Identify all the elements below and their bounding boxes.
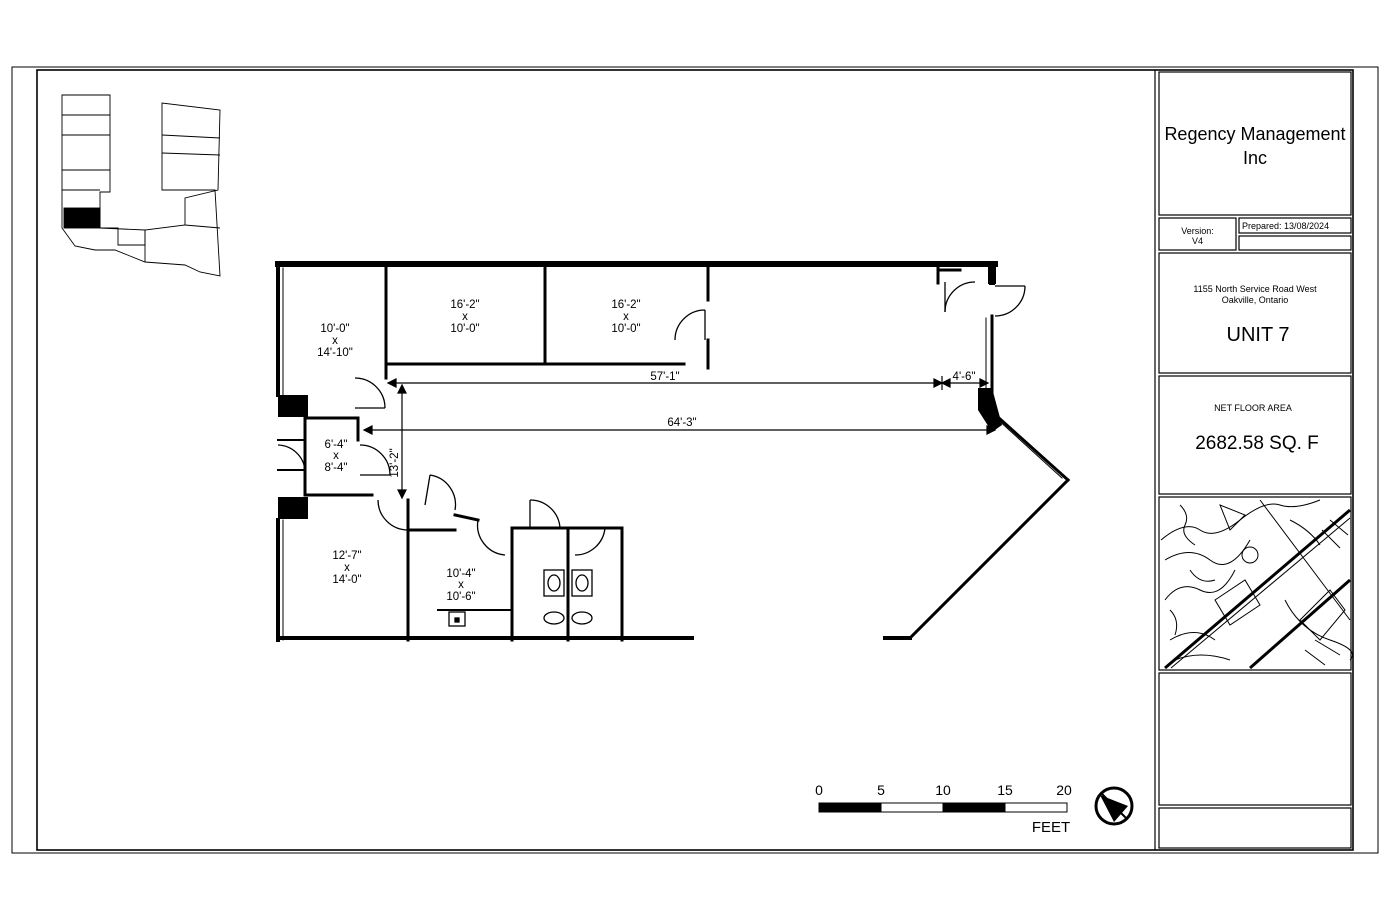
location-map: [1160, 499, 1353, 670]
room-5-x: x: [344, 562, 350, 574]
room-label-5: 12'-7" x 14'-0": [332, 550, 361, 586]
dimension-label-vertical: 13'-2": [389, 448, 401, 477]
room-3-width: 16'-2": [611, 299, 640, 311]
door-swings: [277, 281, 1026, 556]
net-floor-area-label: NET FLOOR AREA: [1214, 403, 1292, 413]
scale-tick-20: 20: [1056, 782, 1072, 798]
room-6-x: x: [458, 579, 464, 591]
room-5-width: 12'-7": [332, 550, 361, 562]
room-6-depth: 10'-6": [446, 591, 475, 603]
room-label-1: 10'-0" x 14'-10": [317, 323, 353, 359]
version-label: Version:: [1181, 226, 1214, 236]
scale-tick-5: 5: [877, 782, 885, 798]
scale-bar: 0 5 10 15 20 FEET: [815, 782, 1072, 836]
key-plan: [61, 94, 221, 277]
room-label-6: 10'-4" x 10'-6": [446, 568, 475, 603]
scale-tick-0: 0: [815, 782, 823, 798]
room-1-depth: 14'-10": [317, 347, 353, 359]
sheet-inner-border: [36, 69, 1354, 851]
room-2-depth: 10'-0": [450, 323, 479, 335]
address-line-1: 1155 North Service Road West: [1193, 284, 1317, 294]
room-2-width: 16'-2": [450, 299, 479, 311]
prepared-date: Prepared: 13/08/2024: [1242, 221, 1330, 231]
room-4-x: x: [333, 450, 339, 462]
room-5-depth: 14'-0": [332, 574, 361, 586]
scale-unit-label: FEET: [1032, 819, 1070, 836]
room-label-3: 16'-2" x 10'-0": [611, 299, 640, 335]
sheet-outer-border: [11, 66, 1379, 854]
room-4-width: 6'-4": [325, 439, 348, 451]
scale-tick-10: 10: [935, 782, 951, 798]
room-1-x: x: [332, 335, 338, 347]
structural-columns: [278, 264, 1002, 519]
company-name: Regency Management Inc: [1164, 124, 1346, 168]
room-3-depth: 10'-0": [611, 323, 640, 335]
dimension-label-overall: 64'-3": [667, 417, 696, 429]
washroom-fixtures: [448, 569, 593, 627]
title-block-frame: [1154, 70, 1352, 850]
room-3-x: x: [623, 311, 629, 323]
floor-plan-walls: [275, 261, 1071, 642]
address-line-2: Oakville, Ontario: [1221, 295, 1289, 305]
room-label-4: 6'-4" x 8'-4": [325, 439, 348, 474]
north-arrow-icon: [1094, 786, 1134, 826]
dimension-label-entry: 4'-6": [953, 371, 976, 383]
version-value: V4: [1191, 236, 1203, 246]
scale-tick-15: 15: [997, 782, 1013, 798]
room-label-2: 16'-2" x 10'-0": [450, 299, 479, 335]
unit-number: UNIT 7: [1226, 324, 1290, 346]
dimension-label-corridor: 57'-1": [650, 371, 679, 383]
room-2-x: x: [462, 311, 468, 323]
net-floor-area-value: 2682.58 SQ. F: [1195, 433, 1319, 454]
dimension-lines: [362, 376, 997, 500]
room-1-width: 10'-0": [320, 323, 349, 335]
room-6-width: 10'-4": [446, 568, 475, 580]
room-4-depth: 8'-4": [325, 462, 348, 474]
